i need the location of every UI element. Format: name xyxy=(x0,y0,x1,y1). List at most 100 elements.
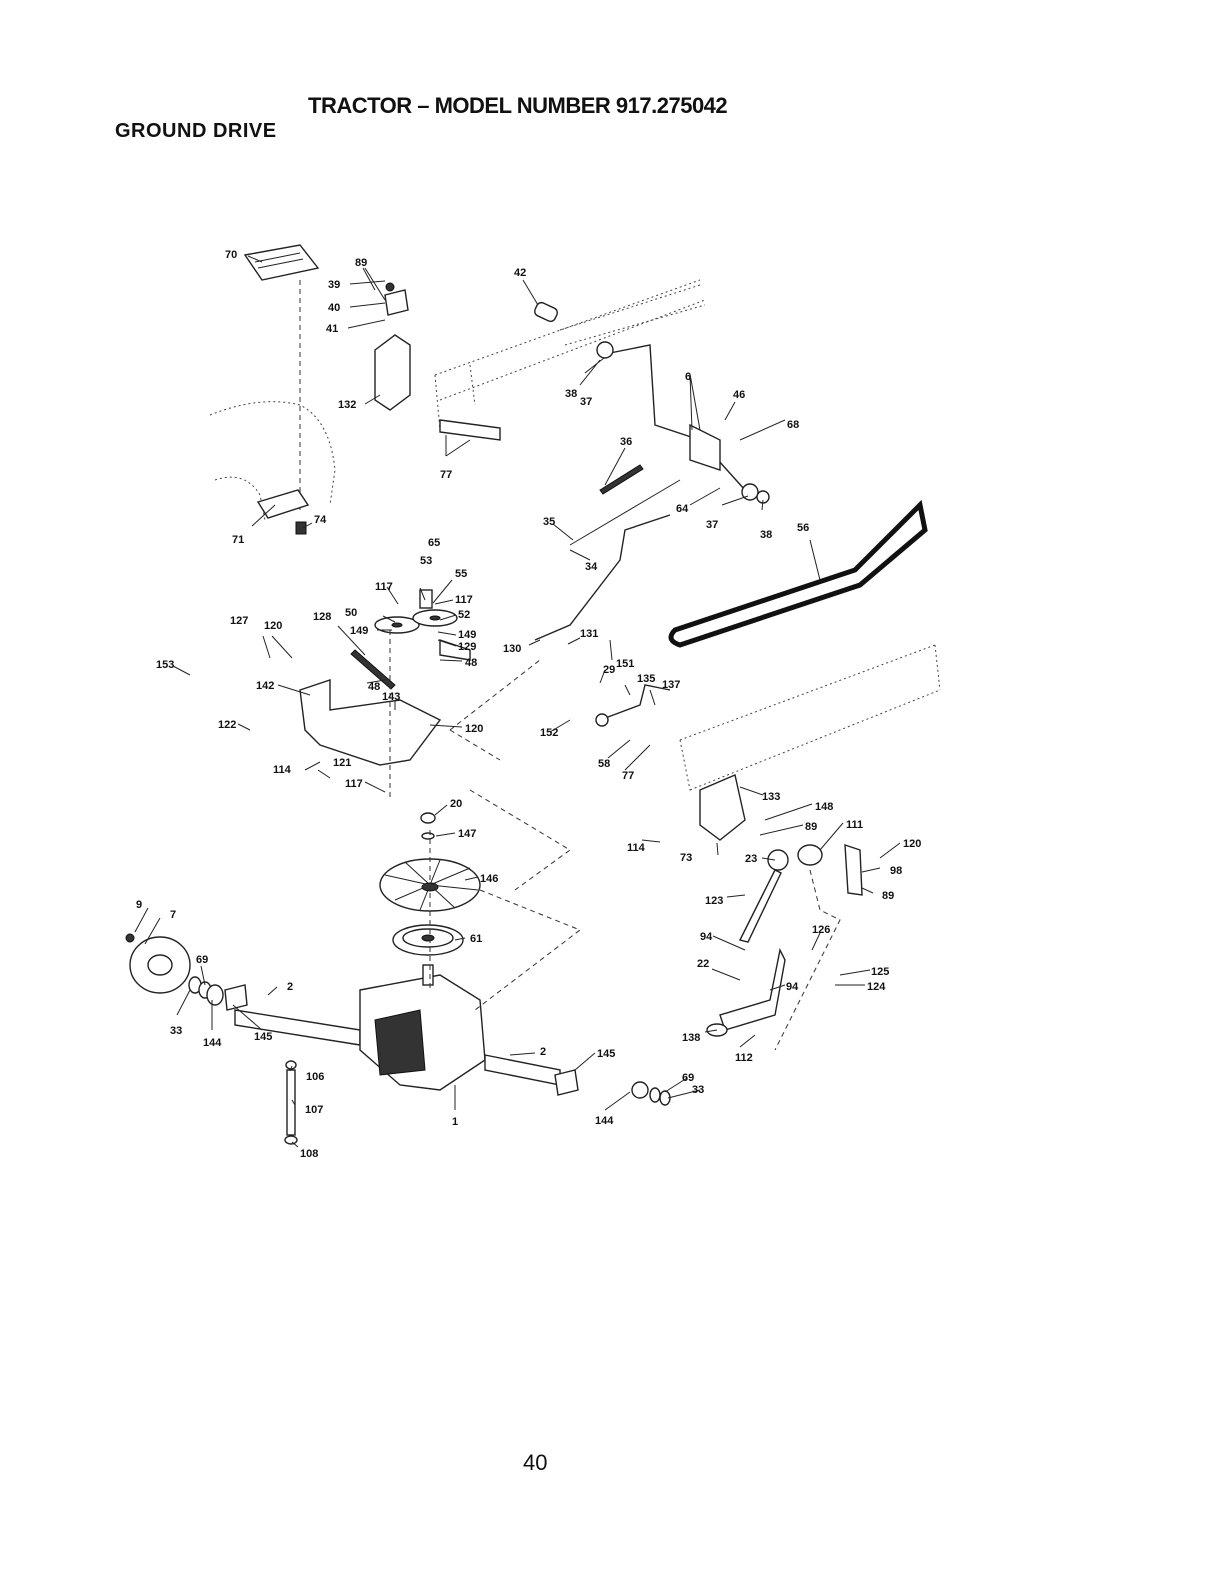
part-label: 29 xyxy=(603,664,615,676)
part-label: 148 xyxy=(815,801,833,813)
part-label: 106 xyxy=(306,1071,324,1083)
leader-lines xyxy=(134,255,901,1148)
part-label: 56 xyxy=(797,522,809,534)
part-label: 151 xyxy=(616,658,634,670)
part-label: 114 xyxy=(273,764,292,776)
part-label: 41 xyxy=(326,323,338,335)
part-label: 131 xyxy=(580,628,598,640)
part-label: 123 xyxy=(705,895,723,907)
part-label: 77 xyxy=(440,469,452,481)
part-label: 146 xyxy=(480,873,498,885)
part-label: 117 xyxy=(345,778,363,790)
part-label: 153 xyxy=(156,659,174,671)
part-label: 137 xyxy=(662,679,680,691)
part-label: 37 xyxy=(706,519,718,531)
rod-35 xyxy=(569,479,681,546)
nut-20-washer-147 xyxy=(420,812,436,840)
part-label: 50 xyxy=(345,607,357,619)
part-label: 142 xyxy=(256,680,274,692)
part-label: 117 xyxy=(455,594,473,606)
part-label: 133 xyxy=(762,791,780,803)
right-axle-hardware xyxy=(554,1069,671,1106)
part-label: 94 xyxy=(700,931,713,943)
part-label: 130 xyxy=(503,643,521,655)
part-label: 2 xyxy=(287,981,293,993)
bushing-111 xyxy=(797,844,823,866)
part-label: 132 xyxy=(338,399,356,411)
part-label: 42 xyxy=(514,267,526,279)
wheel-hub-7 xyxy=(125,933,191,994)
idler-bracket-142 xyxy=(299,639,471,766)
section-title: GROUND DRIVE xyxy=(115,120,277,142)
part-label: 147 xyxy=(458,828,476,840)
bolt-74 xyxy=(295,521,307,535)
part-label: 138 xyxy=(682,1032,700,1044)
part-label: 61 xyxy=(470,933,482,945)
part-label: 149 xyxy=(350,625,368,637)
part-label: 112 xyxy=(735,1052,753,1064)
part-label: 35 xyxy=(543,516,555,528)
bracket-120 xyxy=(844,844,863,896)
part-label: 111 xyxy=(846,819,863,831)
part-label: 39 xyxy=(328,279,340,291)
input-pulley-61 xyxy=(392,924,464,956)
part-label: 135 xyxy=(637,673,655,685)
rod-29 xyxy=(534,514,671,641)
part-label: 37 xyxy=(580,396,592,408)
part-label: 121 xyxy=(333,757,351,769)
part-label: 122 xyxy=(218,719,236,731)
page-title: TRACTOR – MODEL NUMBER 917.275042 xyxy=(308,93,728,118)
part-label: 117 xyxy=(375,581,393,593)
part-labels: 39 40 41 42 70 89 132 38 37 6 46 68 36 7… xyxy=(136,249,921,1160)
part-label: 22 xyxy=(697,958,709,970)
left-axle-hardware xyxy=(188,976,248,1011)
part-label: 33 xyxy=(170,1025,182,1037)
clutch-rod-assembly xyxy=(596,341,770,504)
part-label: 114 xyxy=(627,842,646,854)
part-label: 58 xyxy=(598,758,610,770)
part-label: 48 xyxy=(368,681,380,693)
lower-frame-rail xyxy=(679,644,941,791)
part-label: 98 xyxy=(890,865,902,877)
brake-pedal-pad xyxy=(243,244,320,281)
part-label: 120 xyxy=(465,723,483,735)
routing-lines xyxy=(389,630,841,1051)
part-label: 1 xyxy=(452,1116,458,1128)
part-label: 120 xyxy=(903,838,921,850)
shift-lever-123 xyxy=(738,849,789,943)
part-label: 143 xyxy=(382,691,400,703)
part-label: 65 xyxy=(428,537,440,549)
bushing-42 xyxy=(534,301,558,323)
part-label: 69 xyxy=(682,1072,694,1084)
rod-107 xyxy=(284,1060,298,1145)
part-label: 149 xyxy=(458,629,476,641)
shift-bracket-133 xyxy=(699,774,746,841)
part-label: 89 xyxy=(355,257,367,269)
part-label: 68 xyxy=(787,419,799,431)
part-label: 125 xyxy=(871,966,889,978)
part-label: 52 xyxy=(458,609,470,621)
part-label: 46 xyxy=(733,389,745,401)
part-label: 108 xyxy=(300,1148,318,1160)
part-label: 7 xyxy=(170,909,176,921)
part-label: 124 xyxy=(867,981,886,993)
drive-belt-56 xyxy=(668,499,928,648)
idler-pulley-52 xyxy=(412,609,458,627)
part-label: 129 xyxy=(458,641,476,653)
part-label: 36 xyxy=(620,436,632,448)
part-label: 2 xyxy=(540,1046,546,1058)
part-label: 64 xyxy=(676,503,689,515)
part-label: 145 xyxy=(597,1048,615,1060)
part-label: 69 xyxy=(196,954,208,966)
upper-bracket xyxy=(374,282,501,441)
part-label: 126 xyxy=(812,924,830,936)
part-label: 89 xyxy=(882,890,894,902)
part-label: 144 xyxy=(595,1115,614,1127)
spring-128 xyxy=(350,649,396,690)
part-label: 107 xyxy=(305,1104,323,1116)
idler-pulley-50 xyxy=(374,616,420,634)
part-label: 89 xyxy=(805,821,817,833)
part-label: 74 xyxy=(314,514,327,526)
upper-frame-rail xyxy=(434,279,706,431)
